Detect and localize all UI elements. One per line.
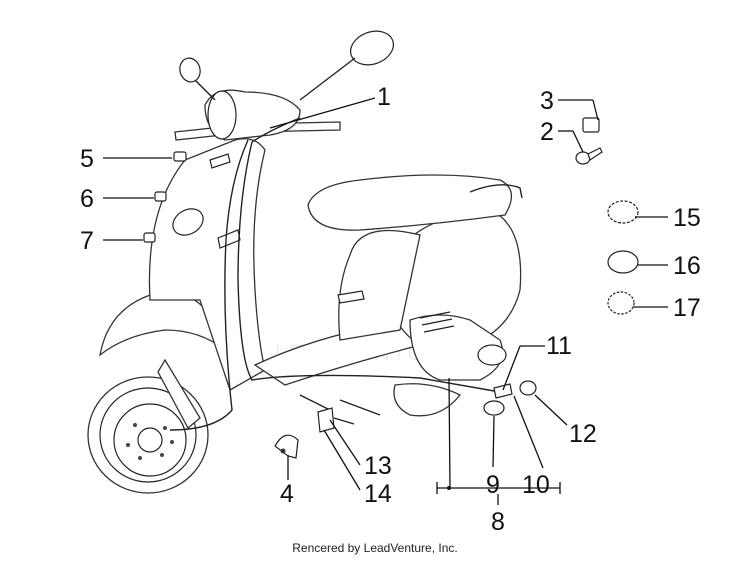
callout-5: 5 [80, 145, 94, 173]
leader-lines [103, 97, 668, 505]
callout-6: 6 [80, 185, 94, 213]
callout-10: 10 [522, 471, 550, 499]
part-15-clamp [607, 200, 639, 224]
part-4-bracket [274, 434, 299, 459]
part-10-switch [493, 383, 513, 399]
callout-15: 15 [673, 204, 701, 232]
part-6-clip [154, 191, 167, 202]
callout-8: 8 [491, 508, 505, 536]
callout-7: 7 [80, 227, 94, 255]
part-9-clamp [483, 400, 505, 416]
part-13-14-bracket [317, 407, 355, 433]
scooter-illustration [87, 30, 523, 494]
part-16-clamp [607, 250, 639, 274]
part-7-clip [143, 232, 156, 243]
callout-13: 13 [364, 452, 392, 480]
part-2-screw [575, 147, 603, 165]
callout-11: 11 [546, 332, 572, 360]
callout-1: 1 [377, 83, 391, 111]
part-17-clamp [607, 291, 635, 315]
callout-16: 16 [673, 252, 701, 280]
part-12-switch [519, 380, 537, 396]
part-5-clip [173, 151, 187, 162]
callout-3: 3 [540, 87, 554, 115]
part-3-nut [582, 117, 600, 133]
callout-17: 17 [673, 294, 701, 322]
callout-12: 12 [569, 420, 597, 448]
callout-2: 2 [540, 118, 554, 146]
footer-credit: Rencered by LeadVenture, Inc. [292, 541, 458, 555]
callout-9: 9 [486, 471, 500, 499]
callout-4: 4 [280, 480, 294, 508]
callout-14: 14 [364, 480, 392, 508]
